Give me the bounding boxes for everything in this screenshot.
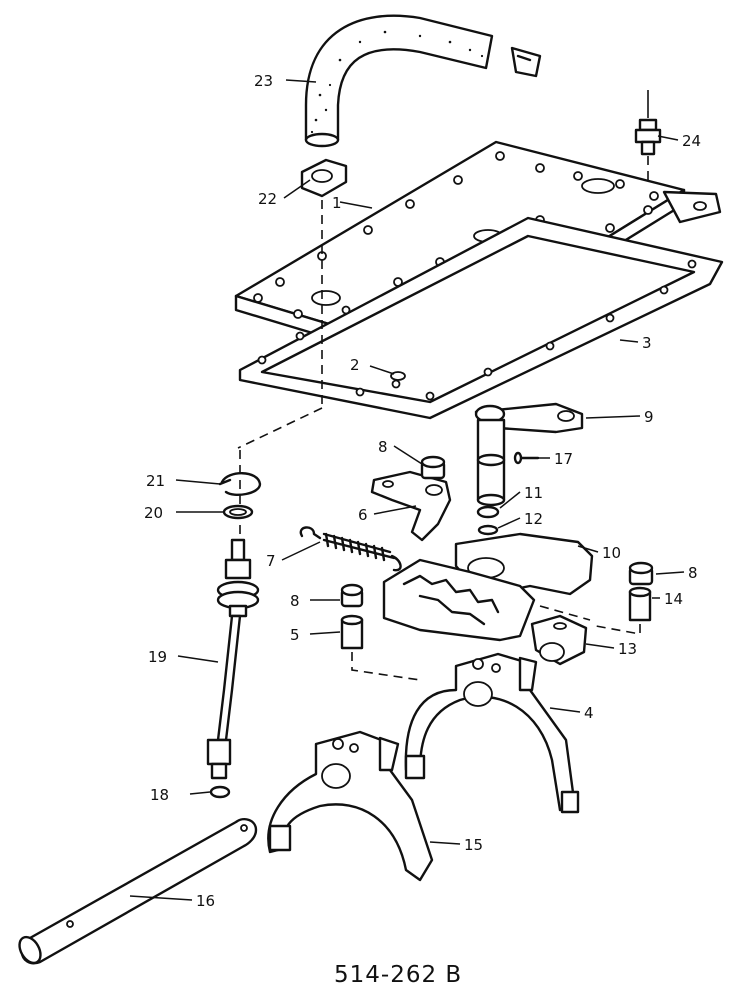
callout-9: 9	[644, 408, 654, 426]
shift-fork-part	[267, 730, 434, 882]
callout-8-top: 8	[378, 438, 388, 456]
callout-16: 16	[196, 892, 215, 910]
callout-24: 24	[682, 132, 701, 150]
callout-11: 11	[524, 484, 543, 502]
callout-5: 5	[290, 626, 300, 644]
callout-8-left: 8	[290, 592, 300, 610]
callout-14: 14	[664, 590, 683, 608]
grommet-part	[300, 158, 348, 198]
callout-2: 2	[350, 356, 360, 374]
callout-13: 13	[618, 640, 637, 658]
gasket-part	[238, 216, 724, 420]
callout-20: 20	[144, 504, 163, 522]
callout-7: 7	[266, 552, 276, 570]
oil-pipe-part	[206, 538, 260, 780]
o-ring-part	[209, 785, 231, 799]
detent-arm-part	[370, 470, 452, 542]
callout-3: 3	[642, 334, 652, 352]
callout-19: 19	[148, 648, 167, 666]
callout-4: 4	[584, 704, 594, 722]
callout-labels: 23 22 1 24 2 3 9 17 11 12 10 8 14 13 4 1…	[144, 72, 701, 910]
callout-1: 1	[332, 194, 342, 212]
bushing-part	[340, 583, 364, 608]
callout-21: 21	[146, 472, 165, 490]
callout-22: 22	[258, 190, 277, 208]
hose-part	[304, 14, 542, 148]
snap-ring-part	[218, 472, 262, 496]
shift-block-part	[530, 614, 588, 666]
callout-6: 6	[358, 506, 368, 524]
callout-15: 15	[464, 836, 483, 854]
callout-17: 17	[554, 450, 573, 468]
o-ring-part	[476, 505, 500, 519]
callout-10: 10	[602, 544, 621, 562]
drawing-number: 514-262 B	[334, 962, 462, 988]
callout-18: 18	[150, 786, 169, 804]
circlip-part	[477, 524, 499, 536]
bushing-part	[420, 455, 446, 480]
shift-rail-part	[18, 818, 258, 965]
spring-part	[299, 526, 402, 572]
selector-plate-part	[382, 532, 594, 642]
lever-part	[474, 402, 584, 507]
bushing-part	[628, 561, 654, 586]
callout-23: 23	[254, 72, 273, 90]
callout-12: 12	[524, 510, 543, 528]
leader-lines	[129, 79, 685, 901]
pin-part	[340, 614, 364, 650]
pin-part	[628, 586, 652, 622]
shift-fork-part	[404, 652, 580, 814]
breather-part	[634, 90, 662, 200]
callout-8-right: 8	[688, 564, 698, 582]
